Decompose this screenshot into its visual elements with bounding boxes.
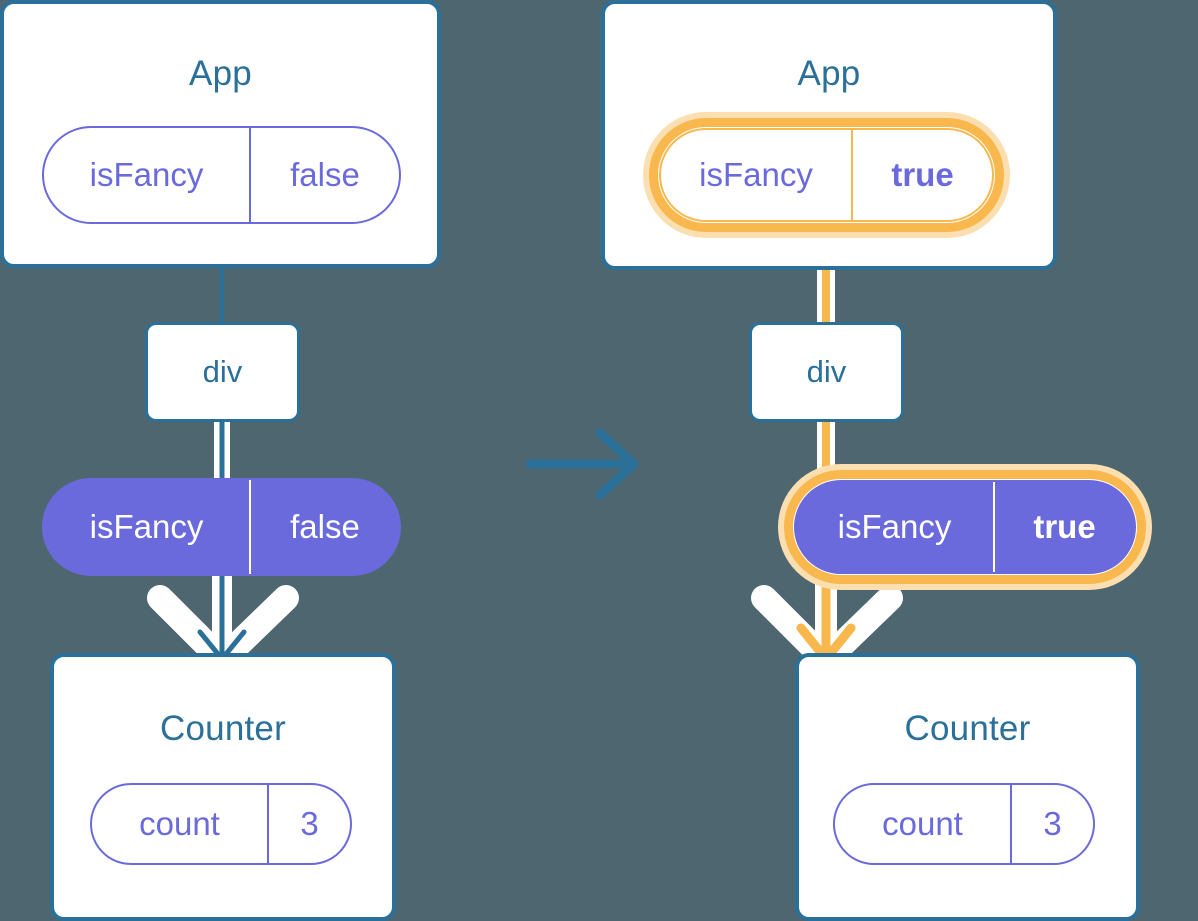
component-title-app: App: [797, 54, 861, 93]
counter-pill-key: count: [139, 805, 220, 842]
element-box-div: div: [145, 322, 300, 422]
state-pill-app-isfancy: isFancy false: [42, 126, 401, 224]
prop-pill-value: true: [993, 482, 1134, 572]
panel-after: App isFancy true div isFancy true: [599, 0, 1198, 921]
element-label-div: div: [202, 354, 243, 389]
prop-pill-key: isFancy: [837, 508, 952, 545]
prop-pill-isfancy: isFancy true: [794, 480, 1136, 574]
element-box-div: div: [749, 322, 904, 422]
state-pill-value: false: [249, 128, 399, 222]
component-title-app: App: [189, 54, 252, 93]
prop-pill-isfancy: isFancy false: [42, 478, 401, 576]
panel-before: App isFancy false div isFancy false Coun…: [0, 0, 441, 921]
element-label-div: div: [806, 354, 847, 389]
component-title-counter: Counter: [160, 709, 286, 748]
counter-pill-value: 3: [1010, 785, 1093, 863]
prop-pill-value: false: [249, 480, 399, 574]
state-pill-counter-count: count 3: [833, 783, 1095, 865]
state-pill-value: true: [851, 130, 992, 220]
prop-pill-key: isFancy: [89, 508, 204, 545]
counter-pill-value: 3: [267, 785, 350, 863]
state-pill-key: isFancy: [89, 156, 204, 193]
component-title-counter: Counter: [904, 709, 1031, 748]
state-pill-key: isFancy: [699, 156, 813, 193]
arrow-right-icon: [525, 428, 639, 500]
state-pill-app-isfancy: isFancy true: [659, 128, 994, 222]
counter-pill-key: count: [882, 805, 963, 842]
state-pill-counter-count: count 3: [90, 783, 352, 865]
